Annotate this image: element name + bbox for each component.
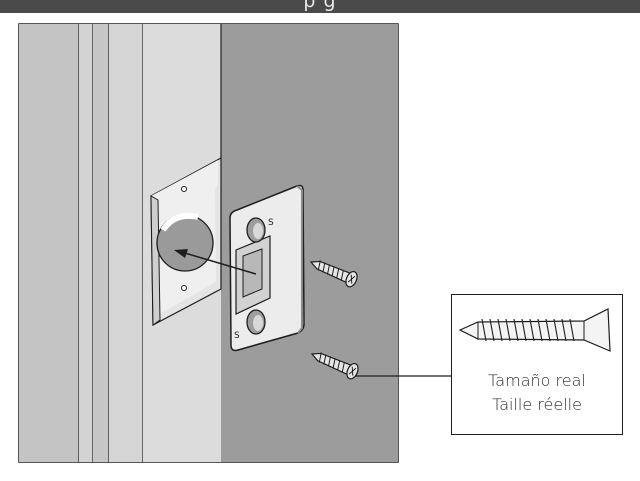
jamb-mortise xyxy=(150,156,222,326)
actual-size-screw-icon xyxy=(458,308,611,352)
screw-lower-icon xyxy=(310,352,359,380)
strike-plate: S S xyxy=(229,184,305,352)
pilot-hole-bottom xyxy=(181,285,187,291)
actual-size-inset: Tamaño real Taille réelle xyxy=(451,294,623,435)
pilot-hole-top xyxy=(181,186,187,192)
caption-spanish: Tamaño real xyxy=(488,371,586,390)
insertion-arrow xyxy=(174,249,257,275)
header-bar: p g xyxy=(0,0,640,13)
frame-strip-1 xyxy=(79,24,93,462)
frame-strip-2 xyxy=(93,24,109,462)
frame-left-panel xyxy=(19,24,79,462)
door-face xyxy=(213,24,398,462)
frame-strip-3 xyxy=(109,24,143,462)
caption-french: Taille réelle xyxy=(492,395,582,414)
plate-mark-top: S xyxy=(268,218,274,228)
plate-mark-bottom: S xyxy=(234,331,240,341)
actual-size-caption: Tamaño real Taille réelle xyxy=(452,369,622,417)
header-title: p g xyxy=(303,0,337,12)
screw-upper-icon xyxy=(309,260,358,288)
